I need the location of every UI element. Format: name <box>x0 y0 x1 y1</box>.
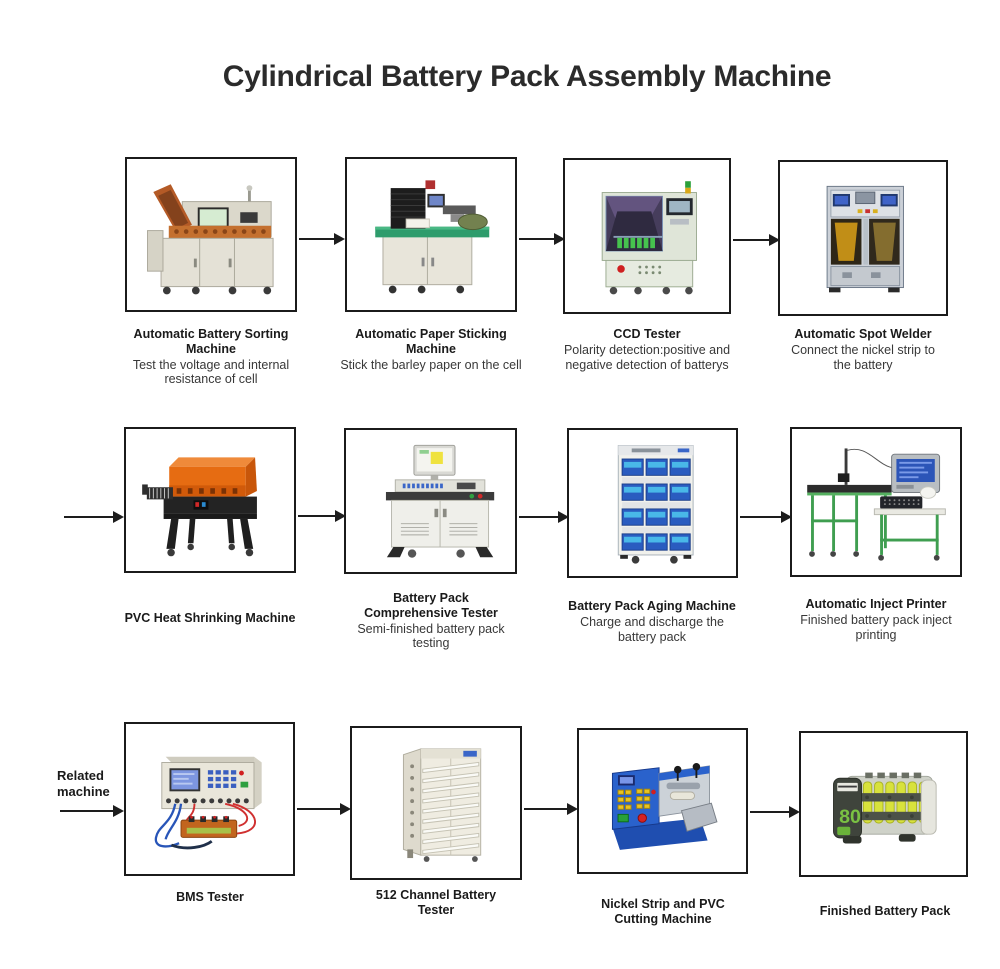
related-machine-arrow <box>60 805 124 817</box>
station-box-bms-tester <box>124 722 295 876</box>
inject-printer-image <box>806 448 946 561</box>
station-box-finished-pack: 80 <box>799 731 968 877</box>
flow-arrow-2-3 <box>519 233 565 245</box>
caption-channel-tester: 512 Channel Battery Tester <box>356 888 516 918</box>
station-desc: Connect the nickel strip to the battery <box>791 342 935 372</box>
station-title: BMS Tester <box>176 890 244 904</box>
finished-battery-pack-image: 80 <box>832 772 937 844</box>
flow-arrow-11-12 <box>750 806 800 818</box>
station-title: Battery Pack Comprehensive Tester <box>364 591 498 620</box>
page-title: Cylindrical Battery Pack Assembly Machin… <box>222 60 832 93</box>
channel-battery-tester-image <box>402 748 481 862</box>
aging-machine-image <box>617 444 694 564</box>
caption-bms-tester: BMS Tester <box>130 890 290 905</box>
caption-comprehensive-tester: Battery Pack Comprehensive Tester Semi-f… <box>351 591 511 651</box>
bms-tester-image <box>154 756 262 850</box>
pack-capacity-label: 80 <box>839 806 861 828</box>
station-title: PVC Heat Shrinking Machine <box>124 611 296 625</box>
caption-aging-machine: Battery Pack Aging Machine Charge and di… <box>567 599 737 644</box>
station-box-ccd-tester <box>563 158 731 314</box>
station-box-pvc-heat-shrink <box>124 427 296 573</box>
flow-arrow-1-2 <box>299 233 345 245</box>
spot-welder-machine-image <box>826 185 904 293</box>
battery-sorting-machine-image <box>146 184 274 295</box>
station-box-aging-machine <box>567 428 738 578</box>
station-title: CCD Tester <box>613 327 681 341</box>
caption-ccd-tester: CCD Tester Polarity detection:positive a… <box>562 327 732 372</box>
station-title: 512 Channel Battery Tester <box>375 888 497 917</box>
station-desc: Charge and discharge the battery pack <box>580 614 724 644</box>
caption-pvc-heat-shrink: PVC Heat Shrinking Machine <box>110 611 310 626</box>
flow-arrow-7-8 <box>740 511 792 523</box>
station-title: Nickel Strip and PVC Cutting Machine <box>601 897 725 926</box>
station-title: Automatic Spot Welder <box>794 327 932 341</box>
caption-paper-sticking: Automatic Paper Sticking Machine Stick t… <box>336 327 526 372</box>
paper-sticking-machine-image <box>374 180 489 294</box>
caption-inject-printer: Automatic Inject Printer Finished batter… <box>791 597 961 642</box>
caption-spot-welder: Automatic Spot Welder Connect the nickel… <box>788 327 938 372</box>
station-box-cutting-machine <box>577 728 748 874</box>
station-desc: Stick the barley paper on the cell <box>340 357 522 372</box>
station-desc: Finished battery pack inject printing <box>800 612 952 642</box>
flow-arrow-5-6 <box>298 510 346 522</box>
caption-cutting-machine: Nickel Strip and PVC Cutting Machine <box>583 897 743 927</box>
station-box-spot-welder <box>778 160 948 316</box>
pvc-heat-shrinking-machine-image <box>141 457 257 556</box>
station-desc: Test the voltage and internal resistance… <box>132 357 290 387</box>
flow-arrow-10-11 <box>524 803 578 815</box>
flow-arrow-9-10 <box>297 803 351 815</box>
station-title: Automatic Battery Sorting Machine <box>133 327 289 356</box>
station-box-comprehensive-tester <box>344 428 517 574</box>
station-title: Finished Battery Pack <box>819 904 951 918</box>
flow-arrow-6-7 <box>519 511 569 523</box>
ccd-tester-image <box>601 181 697 295</box>
related-machine-label: Related machine <box>57 768 110 800</box>
cutting-machine-image <box>611 762 718 850</box>
caption-finished-pack: Finished Battery Pack <box>800 904 970 919</box>
station-title: Automatic Paper Sticking Machine <box>355 327 507 356</box>
station-box-paper-sticking <box>345 157 517 312</box>
flow-arrow-3-4 <box>733 234 780 246</box>
station-desc: Polarity detection:positive and negative… <box>563 342 731 372</box>
station-box-inject-printer <box>790 427 962 577</box>
station-desc: Semi-finished battery pack testing <box>357 621 505 651</box>
caption-battery-sorting: Automatic Battery Sorting Machine Test t… <box>116 327 306 387</box>
flow-arrow-into-row2 <box>64 511 124 523</box>
station-box-battery-sorting <box>125 157 297 312</box>
comprehensive-tester-image <box>385 444 494 558</box>
station-box-channel-tester <box>350 726 522 880</box>
station-title: Battery Pack Aging Machine <box>568 599 736 613</box>
station-title: Automatic Inject Printer <box>805 597 947 611</box>
